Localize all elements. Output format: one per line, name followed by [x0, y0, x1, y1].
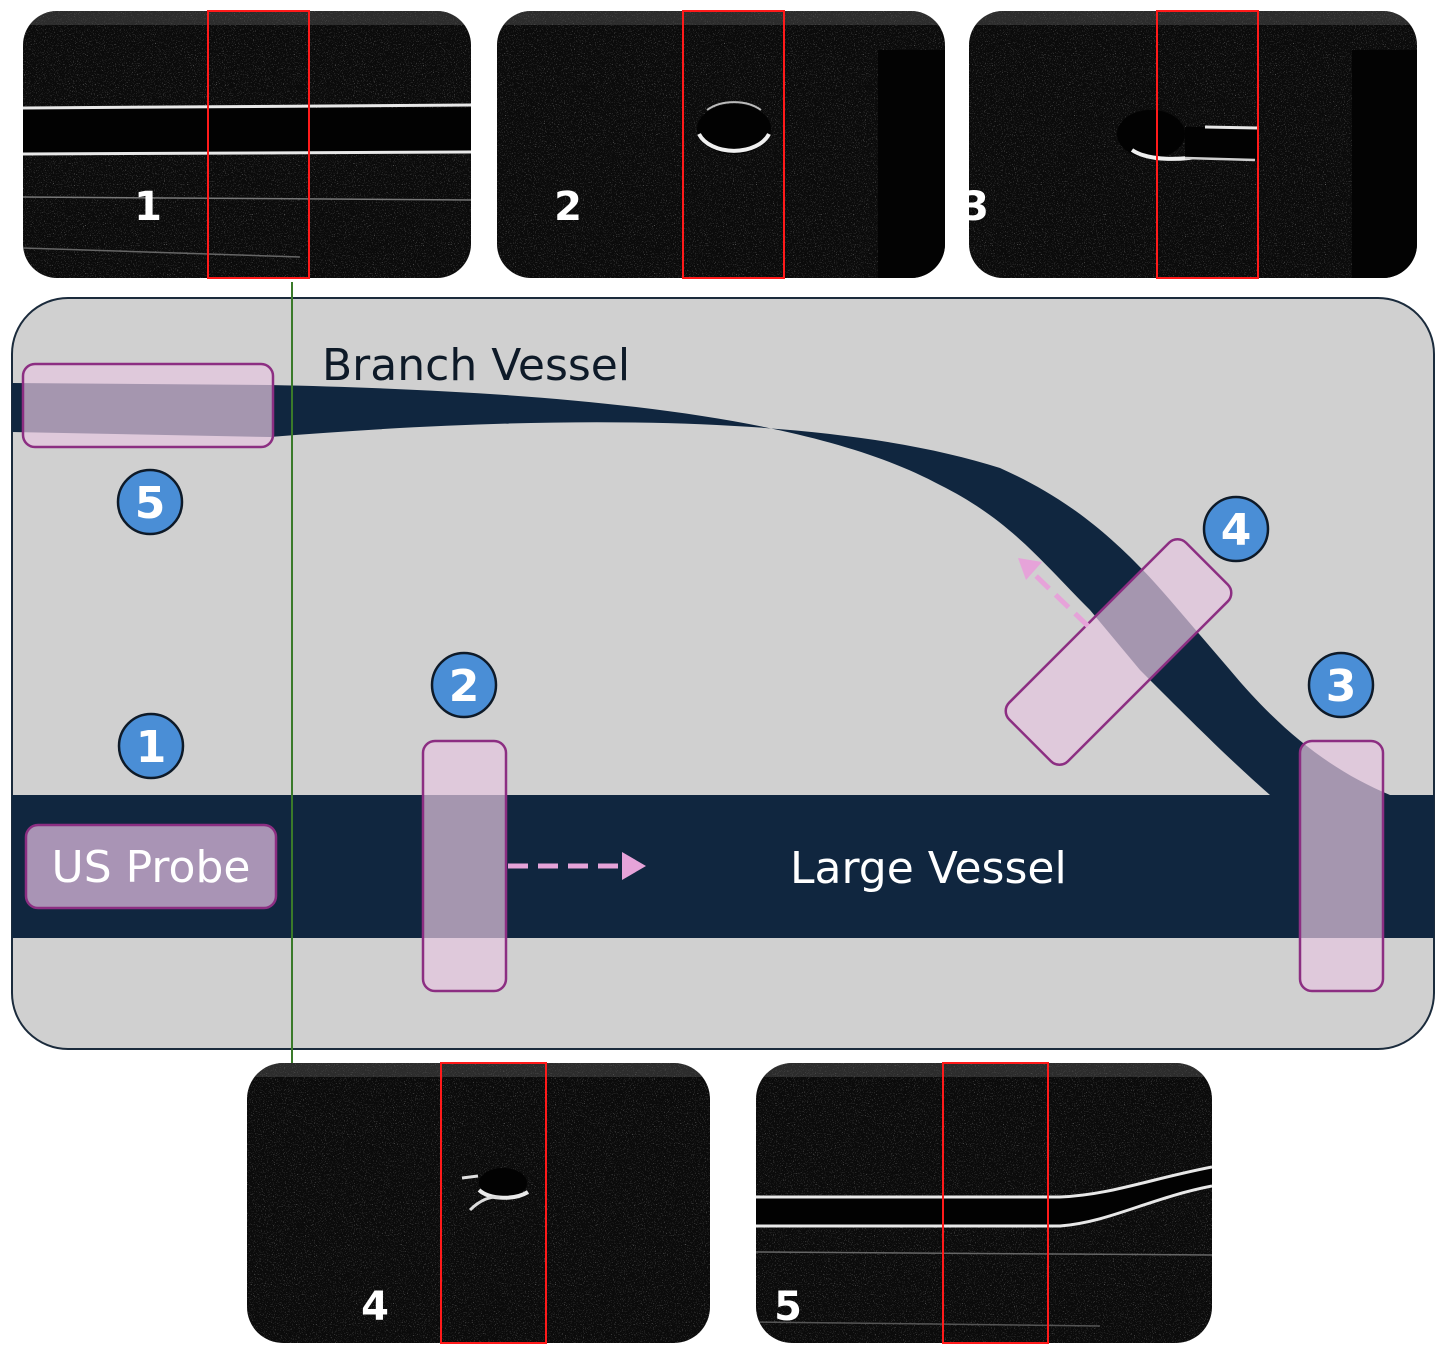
svg-text:4: 4	[1221, 505, 1252, 556]
panel-label-3: 3	[961, 184, 989, 230]
large-vessel-label: Large Vessel	[790, 843, 1067, 894]
roi-box-4	[440, 1062, 547, 1344]
badge-5: 5	[116, 468, 184, 536]
panel-label-2: 2	[554, 184, 582, 230]
panel-label-5: 5	[774, 1284, 802, 1330]
probe-position-4	[1004, 537, 1233, 767]
roi-box-5	[942, 1062, 1049, 1344]
badge-3: 3	[1307, 651, 1375, 719]
arrow-probe-4	[1018, 558, 1090, 628]
ultrasound-panel-5: 5	[756, 1062, 1212, 1344]
roi-box-1	[207, 10, 310, 279]
branch-vessel-label: Branch Vessel	[322, 340, 630, 391]
svg-text:3: 3	[1326, 661, 1357, 712]
ultrasound-panel-4: 4	[247, 1062, 710, 1344]
ultrasound-panel-1: 1	[23, 10, 471, 279]
vessel-schematic: US Probe Branch Vessel Large Vessel 1 2 …	[11, 282, 1435, 1063]
svg-text:5: 5	[135, 478, 166, 529]
probe-position-5	[21, 362, 275, 449]
badge-2: 2	[430, 651, 498, 719]
badge-4: 4	[1202, 495, 1270, 563]
probe-legend-label: US Probe	[52, 842, 251, 893]
panel-label-1: 1	[134, 184, 162, 230]
roi-box-3	[1156, 10, 1259, 279]
probe-position-2	[421, 739, 508, 993]
svg-text:2: 2	[449, 661, 480, 712]
ultrasound-panel-3: 3	[961, 10, 1417, 279]
panel-label-4: 4	[361, 1284, 389, 1330]
ultrasound-panel-2: 2	[497, 10, 945, 279]
roi-box-2	[682, 10, 785, 279]
svg-text:1: 1	[136, 722, 167, 773]
probe-legend-box	[24, 823, 278, 910]
badge-1: 1	[117, 712, 185, 780]
arrow-probe-2	[508, 852, 646, 880]
probe-position-3	[1298, 739, 1385, 993]
